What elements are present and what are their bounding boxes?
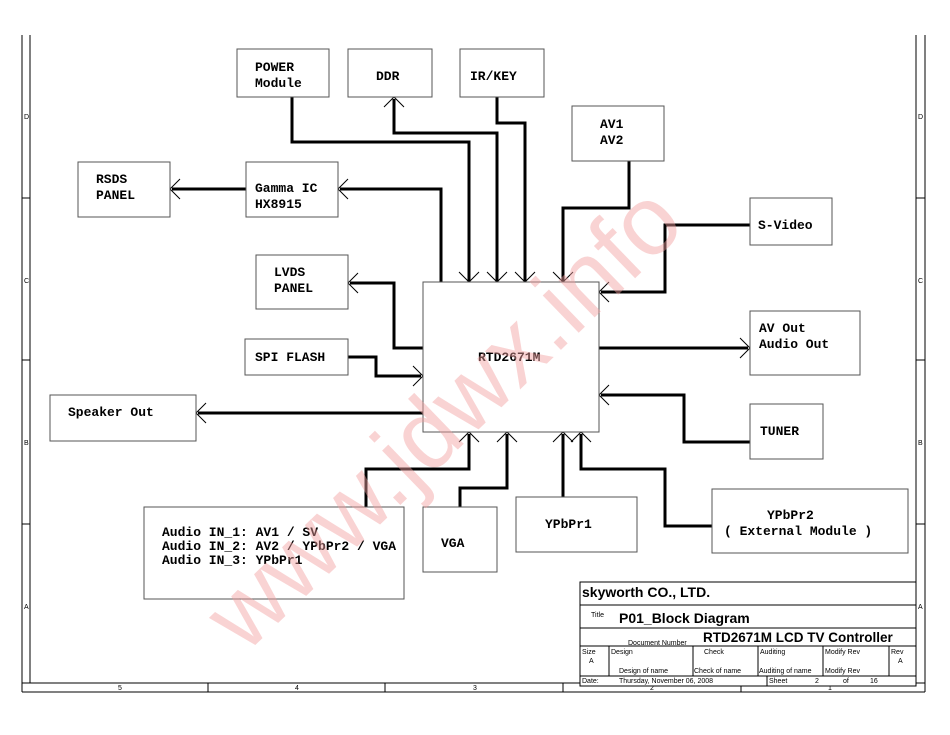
block-lvds-panel: LVDS PANEL (255, 254, 349, 310)
wire-audio-in (364, 434, 471, 507)
row-label: A (918, 604, 923, 611)
block-label: Speaker Out (68, 405, 154, 420)
row-label: A (24, 604, 29, 611)
block-label: Audio IN_3: YPbPr1 (162, 553, 303, 568)
modify-label: Modify Rev (825, 649, 861, 656)
block-label: YPbPr2 (767, 508, 814, 523)
block-label: VGA (441, 536, 465, 551)
block-label: TUNER (760, 424, 799, 439)
column-label: 2 (650, 685, 654, 692)
sheet-total: 16 (870, 678, 878, 685)
row-label: C (918, 278, 923, 285)
design-label: Design (611, 649, 633, 656)
row-label: D (918, 114, 923, 121)
row-label: C (24, 278, 29, 285)
block-label: IR/KEY (470, 69, 517, 84)
block-label: AV Out (759, 321, 806, 336)
column-label: 3 (473, 685, 477, 692)
block-label: Audio IN_2: AV2 / YPbPr2 / VGA (162, 539, 396, 554)
block-tuner: TUNER (749, 403, 824, 460)
title-label: Title (591, 612, 604, 619)
wire-svideo (601, 223, 750, 294)
block-label: HX8915 (255, 197, 302, 212)
block-ddr: DDR (347, 48, 433, 98)
block-label: Gamma IC (255, 181, 318, 196)
block-label: Audio IN_1: AV1 / SV (162, 525, 318, 540)
block-rsds-panel: RSDS PANEL (77, 161, 171, 218)
block-label: POWER (255, 60, 294, 75)
check-value: Check of name (694, 668, 741, 675)
doc-number: RTD2671M LCD TV Controller (703, 630, 894, 645)
block-speaker-out: Speaker Out (49, 394, 197, 442)
block-rtd2671m: RTD2671M (422, 281, 600, 433)
block-label: S-Video (758, 218, 813, 233)
rev-value: A (898, 658, 903, 665)
wire-spi (348, 355, 421, 378)
sheet-number: 2 (815, 678, 819, 685)
block-audio-in: Audio IN_1: AV1 / SV Audio IN_2: AV2 / Y… (143, 506, 405, 600)
size-label: Size (582, 649, 596, 656)
wire-tuner (601, 393, 750, 444)
block-ypbpr1: YPbPr1 (515, 496, 638, 553)
sheet-label: Sheet (769, 678, 787, 685)
block-label: Module (255, 76, 302, 91)
size-value: A (589, 658, 594, 665)
block-label: AV1 (600, 117, 624, 132)
auditing-label: Auditing (760, 649, 785, 656)
block-label: AV2 (600, 133, 624, 148)
wire-av (561, 161, 631, 282)
block-label: RSDS (96, 172, 127, 187)
block-av: AV1 AV2 (571, 105, 665, 162)
doc-number-label: Document Number (628, 640, 687, 647)
wire-lvds (350, 281, 423, 350)
block-label: PANEL (96, 188, 135, 203)
wire-irkey (495, 97, 527, 282)
wire-power (290, 97, 471, 282)
block-label: LVDS (274, 265, 305, 280)
sheet-title: P01_Block Diagram (619, 610, 750, 626)
block-s-video: S-Video (749, 197, 833, 246)
column-label: 5 (118, 685, 122, 692)
block-ir-key: IR/KEY (459, 48, 545, 98)
block-label: ( External Module ) (724, 524, 872, 539)
block-label: YPbPr1 (545, 517, 592, 532)
of-label: of (843, 678, 849, 685)
drawing-frame: D C B A D C B A 5 4 3 2 1 (21, 35, 926, 693)
block-vga: VGA (422, 506, 498, 573)
check-label: Check (704, 649, 724, 656)
block-label: DDR (376, 69, 400, 84)
wire-gamma (340, 187, 443, 282)
wire-ypbpr2 (579, 434, 712, 528)
block-ypbpr2: YPbPr2 ( External Module ) (711, 488, 909, 554)
block-gamma-ic: Gamma IC HX8915 (245, 161, 339, 218)
row-label: B (24, 440, 29, 447)
block-label: RTD2671M (478, 350, 541, 365)
date-value: Thursday, November 06, 2008 (619, 678, 713, 685)
block-label: PANEL (274, 281, 313, 296)
row-label: D (24, 114, 29, 121)
wire-ddr (392, 99, 499, 282)
modify-value: Modify Rev (825, 668, 861, 675)
auditing-value: Auditing of name (759, 668, 812, 675)
column-label: 4 (295, 685, 299, 692)
date-label: Date: (582, 678, 599, 685)
column-label: 1 (828, 685, 832, 692)
block-av-out: AV Out Audio Out (749, 310, 861, 376)
wire-vga (458, 434, 509, 507)
design-value: Design of name (619, 668, 668, 675)
rev-label: Rev (891, 649, 904, 656)
connections (172, 97, 750, 528)
block-spi-flash: SPI FLASH (244, 338, 349, 376)
block-label: SPI FLASH (255, 350, 325, 365)
title-block: skyworth CO., LTD. Title P01_Block Diagr… (579, 581, 917, 687)
row-label: B (918, 440, 923, 447)
block-label: Audio Out (759, 337, 829, 352)
block-power-module: POWER Module (236, 48, 330, 98)
company-name: skyworth CO., LTD. (582, 584, 710, 600)
